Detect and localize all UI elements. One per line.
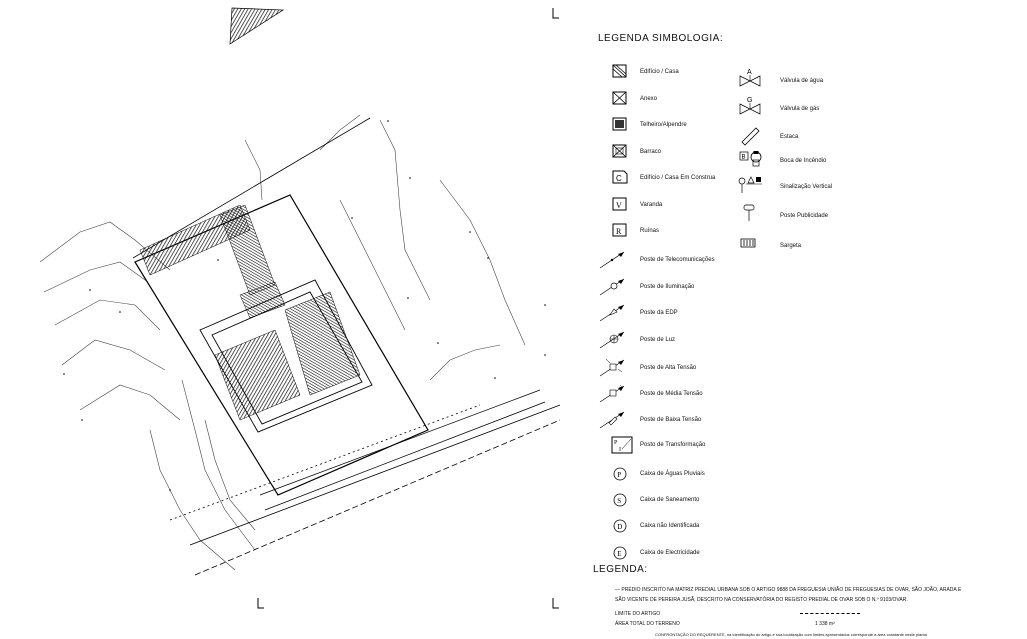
legend-title: LEGENDA SIMBOLOGIA: (598, 33, 724, 44)
note-line-1: — PRÉDIO INSCRITO NA MATRIZ PREDIAL URBA… (615, 587, 962, 593)
vertical-sign-icon (738, 174, 764, 199)
legend-label: Telheiro/Alpendre (640, 122, 687, 128)
shack-icon (610, 142, 632, 167)
legend-label: Ruínas (640, 228, 660, 234)
legend-label: Edifício / Casa Em Construa (640, 175, 716, 181)
note-line-2: SÃO VICENTE DE PEREIRA JUSÃ, DESCRITO NA… (615, 597, 908, 603)
legend-label: Caixa de Saneamento (640, 497, 700, 503)
low-voltage-pole-icon (598, 410, 628, 435)
svg-text:C: C (616, 174, 622, 183)
medium-voltage-pole-icon (598, 384, 628, 409)
legend-label: Varanda (640, 202, 663, 208)
survey-points (63, 120, 546, 491)
telecom-pole-icon (598, 250, 628, 275)
shed-icon (610, 115, 632, 140)
area-value: 1 338 m² (815, 621, 835, 627)
unidentified-box-icon: D (610, 516, 632, 541)
building-construction-icon: C (610, 168, 632, 193)
drain-icon (738, 233, 760, 258)
electric-box-icon: E (610, 543, 632, 568)
svg-text:G: G (747, 97, 752, 104)
advertising-pole-icon (738, 203, 760, 228)
high-voltage-pole-icon (598, 358, 628, 383)
stake-icon (738, 124, 762, 151)
sewer-box-icon: S (610, 490, 632, 515)
legend-label: Poste de Baixa Tensão (640, 417, 702, 423)
legend-label: Barraco (640, 149, 662, 155)
svg-text:V: V (616, 201, 622, 210)
legend-label: Boca de Incêndio (780, 158, 827, 164)
legend-label: Caixa de Electricidade (640, 550, 700, 556)
limit-line-icon (800, 613, 860, 614)
edp-pole-icon (598, 303, 628, 328)
legend2-title: LEGENDA: (593, 564, 648, 575)
site-plan-drawing (39, 7, 561, 609)
area-label: ÁREA TOTAL DO TERRENO (615, 621, 680, 627)
legend-label: Edifício / Casa (640, 69, 679, 75)
legend-label: Sinalização Vertical (780, 184, 833, 190)
road-lines (132, 117, 561, 576)
legend-label: Sargeta (780, 243, 802, 249)
hatched-roofs (139, 204, 361, 421)
svg-text:B: B (742, 155, 746, 161)
water-valve-icon: A (738, 68, 762, 93)
svg-text:P: P (614, 440, 618, 446)
fire-hydrant-icon: B (738, 148, 764, 173)
legend-label: Caixa de Águas Pluviais (640, 471, 705, 477)
legend-label: Estaca (780, 134, 799, 140)
svg-text:S: S (617, 497, 621, 505)
crop-marks (257, 8, 559, 609)
legend-label: Posto de Transformação (640, 442, 706, 448)
stormwater-box-icon: P (610, 464, 632, 489)
legend-label: Válvula de gás (780, 106, 820, 112)
balcony-icon: V (610, 195, 632, 220)
svg-text:A: A (747, 69, 752, 76)
lighting-pole-icon (598, 277, 628, 302)
svg-text:E: E (617, 550, 621, 558)
light-pole-icon (598, 330, 628, 355)
gas-valve-icon: G (738, 96, 762, 121)
legend-label: Poste de Alta Tensão (640, 365, 697, 371)
svg-text:I: I (619, 447, 621, 453)
building-icon (610, 62, 632, 87)
annex-icon (610, 89, 632, 114)
footer-note: CONFRONTAÇÃO DO REQUERENTE, na identific… (655, 632, 927, 637)
svg-text:P: P (617, 471, 621, 479)
legend-label: Poste da EDP (640, 310, 678, 316)
north-arrow-icon (229, 7, 285, 45)
legend-label: Poste de Média Tensão (640, 391, 703, 397)
limit-label: LIMITE DO ARTIGO (615, 611, 661, 617)
contour-lines (39, 114, 526, 571)
legend-label: Válvula de água (780, 78, 824, 84)
legend-label: Poste de Telecomunicações (640, 257, 715, 263)
legend-label: Poste de Iluminação (640, 284, 695, 290)
svg-text:D: D (617, 523, 622, 531)
legend-label: Poste Publicidade (780, 213, 829, 219)
svg-text:R: R (616, 227, 622, 236)
ruins-icon: R (610, 221, 632, 246)
legend-label: Caixa não Identificada (640, 523, 700, 529)
legend-label: Anexo (640, 96, 658, 102)
legend-label: Poste de Luz (640, 337, 676, 343)
